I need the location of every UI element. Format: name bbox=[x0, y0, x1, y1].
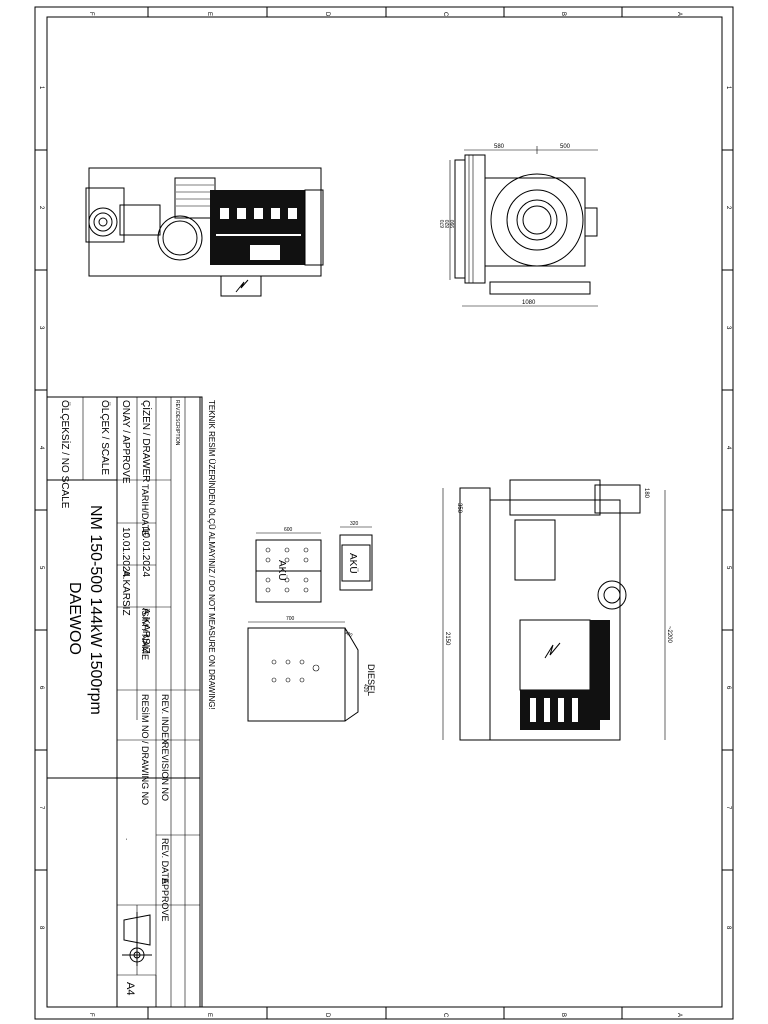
zone-letter: B bbox=[560, 1013, 566, 1017]
tank-label: DIESEL bbox=[366, 664, 376, 696]
projection-symbol-icon bbox=[122, 912, 152, 966]
zone-letter: E bbox=[206, 12, 212, 16]
zone-numbers-right: 1 2 3 4 5 6 7 8 bbox=[725, 86, 731, 930]
zone-number: 3 bbox=[725, 326, 731, 330]
tank-dim-700: 700 bbox=[286, 616, 295, 622]
battery-dim-600: 600 bbox=[284, 527, 293, 533]
scale-label: ÖLÇEK / SCALE bbox=[99, 400, 111, 475]
zone-letter: C bbox=[442, 1013, 448, 1018]
drawing-no-label: RESİM NO / DRAWING NO bbox=[140, 694, 150, 805]
approve-label: ONAY / APPROVE bbox=[120, 400, 131, 484]
dim-180: 180 bbox=[643, 488, 649, 499]
approve-date: 10.01.2024 bbox=[120, 527, 131, 577]
zone-number: 6 bbox=[38, 686, 44, 690]
dot-mark: . bbox=[124, 838, 133, 840]
zone-number: 1 bbox=[725, 86, 731, 90]
zone-letter: D bbox=[324, 12, 330, 17]
drawer-label: ÇİZEN / DRAWER bbox=[140, 400, 153, 482]
paper-size: A4 bbox=[124, 982, 136, 995]
rev-date-label: REV. DATE bbox=[160, 838, 170, 884]
dim-820: 820 bbox=[445, 219, 451, 228]
scale-value: ÖLÇEKSİZ / NO SCALE bbox=[59, 400, 72, 509]
zone-letter: A bbox=[676, 1013, 682, 1017]
dim-2200: ~2200 bbox=[666, 626, 672, 644]
zone-number: 4 bbox=[38, 446, 44, 450]
tank-view: 700 300 420 DIESEL bbox=[247, 616, 376, 722]
dim-350: 350 bbox=[456, 503, 462, 514]
dim-990: 990 bbox=[450, 219, 456, 228]
no-measure-warning: TEKNIK RESİM ÜZERİNDEN ÖLÇÜ ALMAYINIZ / … bbox=[207, 400, 216, 710]
dim-670: 670 bbox=[440, 219, 446, 228]
zone-letter: C bbox=[442, 12, 448, 17]
date-header: TARIH/DATE bbox=[140, 484, 150, 536]
dim-500: 500 bbox=[560, 144, 571, 150]
zone-number: 5 bbox=[725, 566, 731, 570]
battery-label-1: AKÜ bbox=[276, 560, 288, 581]
title-block: TEKNIK RESİM ÜZERİNDEN ÖLÇÜ ALMAYINIZ / … bbox=[46, 396, 216, 1008]
zone-number: 6 bbox=[725, 686, 731, 690]
zone-ticks bbox=[35, 7, 733, 1019]
zone-number: 3 bbox=[38, 326, 44, 330]
zone-numbers-left: 1 2 3 4 5 6 7 8 bbox=[38, 86, 44, 930]
approve-column-label: APPROVE bbox=[160, 878, 170, 922]
pump-end-view: 580 500 1080 670 820 990 bbox=[440, 144, 598, 307]
zone-number: 2 bbox=[38, 206, 44, 210]
zone-number: 7 bbox=[38, 806, 44, 810]
side-view: 2150 ~2200 350 180 bbox=[442, 479, 672, 741]
zone-number: 8 bbox=[38, 926, 44, 930]
battery-dim-320: 320 bbox=[350, 521, 359, 527]
zone-number: 5 bbox=[38, 566, 44, 570]
zone-letters-bottom: F E D C B A bbox=[88, 1013, 682, 1018]
zone-letter: F bbox=[88, 1013, 94, 1017]
zone-number: 2 bbox=[725, 206, 731, 210]
zone-letters-top: F E D C B A bbox=[88, 12, 682, 17]
zone-letter: F bbox=[88, 12, 94, 16]
dim-1080: 1080 bbox=[522, 300, 536, 306]
rev-description-label: REV.DESCRIPTION bbox=[174, 400, 180, 446]
zone-letter: D bbox=[324, 1013, 330, 1018]
zone-number: 7 bbox=[725, 806, 731, 810]
rev-index-label: REV. INDEX bbox=[160, 694, 170, 744]
zone-number: 1 bbox=[38, 86, 44, 90]
tank-dim-420: 420 bbox=[362, 684, 368, 693]
zone-number: 4 bbox=[725, 446, 731, 450]
name-header: İSİM / NAME bbox=[140, 608, 150, 660]
battery-label-2: AKÜ bbox=[347, 553, 359, 574]
approve-name: A.KARSIZ bbox=[120, 570, 131, 616]
drawing-title: NM 150-500 144kW 1500rpm bbox=[87, 505, 104, 715]
tank-dim-300: 300 bbox=[343, 630, 353, 639]
plan-view bbox=[85, 167, 324, 297]
battery-view: 600 AKÜ 320 AKÜ bbox=[255, 521, 373, 603]
dim-2150: 2150 bbox=[444, 632, 450, 646]
draw-name: A.KARSIZ bbox=[140, 608, 151, 654]
drawing-subtitle: DAEWOO bbox=[66, 582, 83, 655]
revision-no-label: REVISION NO bbox=[160, 742, 170, 801]
draw-date: 10.01.2024 bbox=[140, 527, 151, 577]
zone-letter: A bbox=[676, 12, 682, 16]
zone-letter: B bbox=[560, 12, 566, 16]
zone-number: 8 bbox=[725, 926, 731, 930]
dim-580: 580 bbox=[494, 144, 505, 150]
zone-letter: E bbox=[206, 1013, 212, 1017]
outer-border bbox=[34, 6, 734, 1020]
